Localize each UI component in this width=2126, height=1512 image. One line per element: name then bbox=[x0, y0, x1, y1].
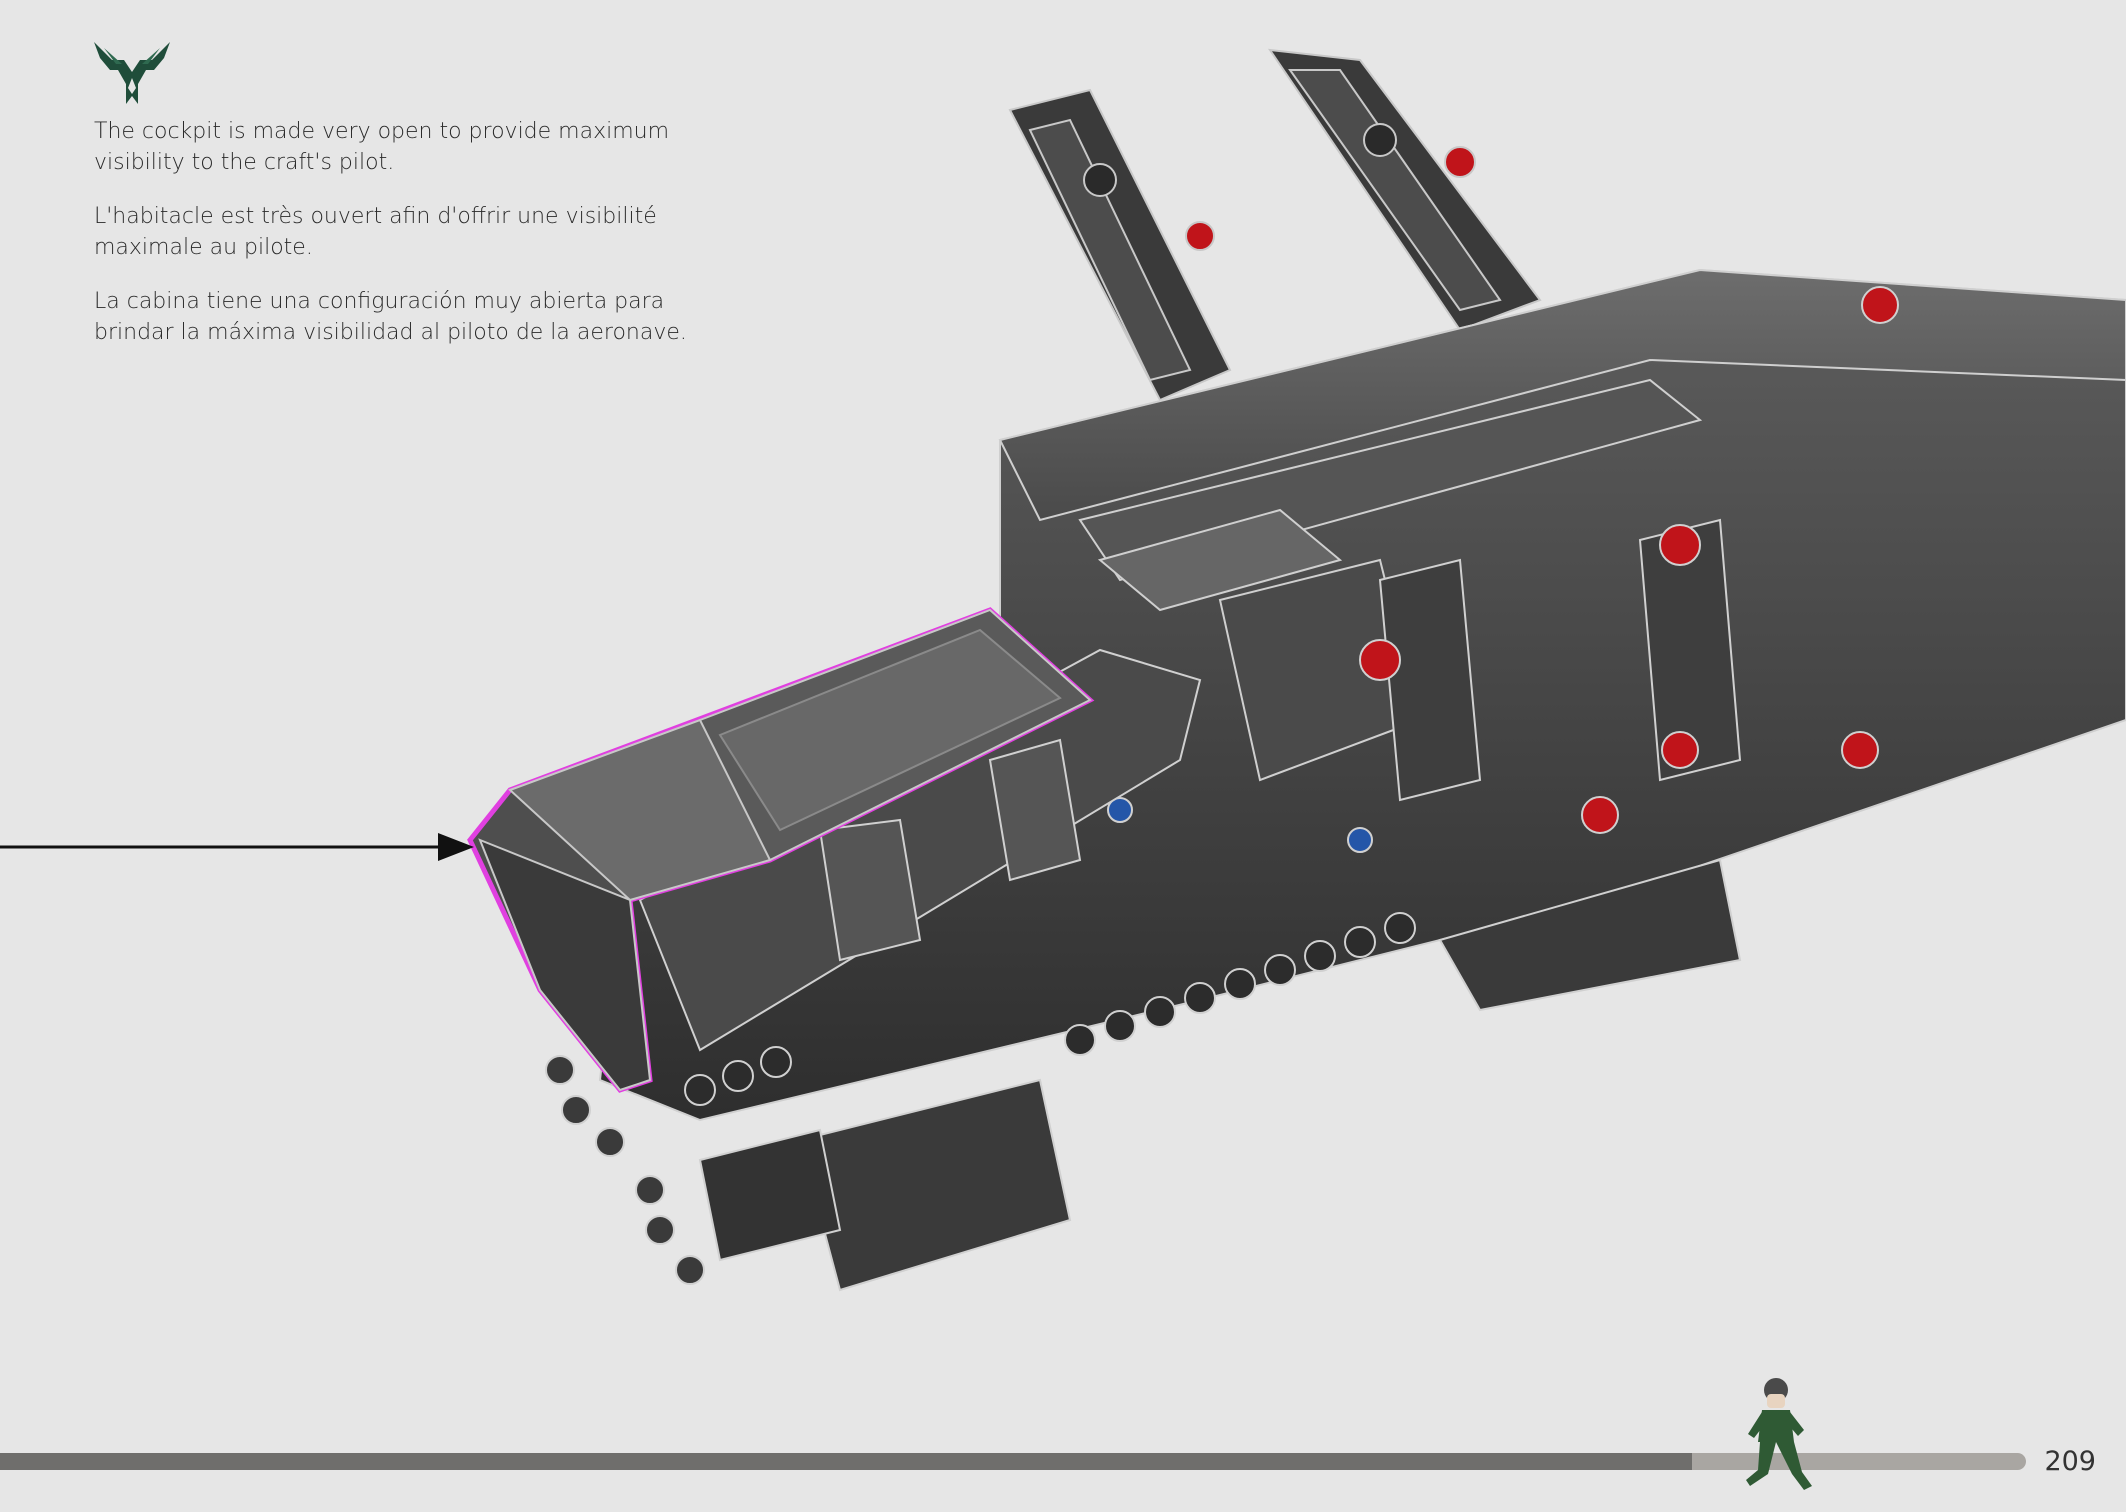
cockpit-canopy-highlight bbox=[467, 607, 1095, 1093]
walking-minifigure-icon bbox=[1746, 1378, 1812, 1490]
rear-arm-right bbox=[1267, 48, 1542, 332]
landing-gear bbox=[545, 858, 1742, 1292]
engine-linkage bbox=[962, 286, 1899, 1235]
atreides-hawk-logo-icon bbox=[94, 42, 170, 104]
cockpit-body bbox=[638, 648, 1202, 1052]
stud-row bbox=[684, 912, 1416, 1106]
description-text: The cockpit is made very open to provide… bbox=[94, 116, 694, 371]
progress-fill bbox=[0, 1453, 1692, 1470]
text-french: L'habitacle est très ouvert afin d'offri… bbox=[94, 204, 657, 260]
text-spanish: La cabina tiene una configuración muy ab… bbox=[94, 289, 687, 345]
text-english: The cockpit is made very open to provide… bbox=[94, 119, 670, 175]
page-number: 209 bbox=[2044, 1446, 2096, 1477]
rear-arm-left bbox=[1008, 88, 1232, 402]
pointer-arrow-icon bbox=[0, 833, 474, 861]
